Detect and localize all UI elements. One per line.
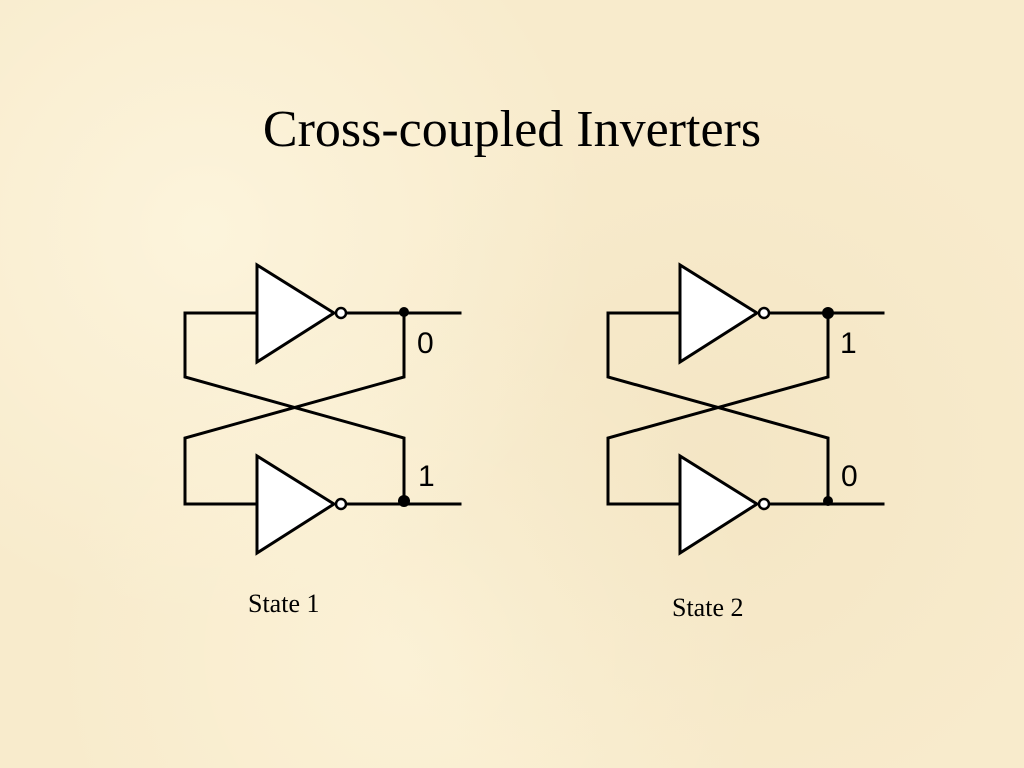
bottom-inverter-bubble — [757, 497, 771, 511]
bottom-inverter — [678, 453, 760, 556]
bottom-junction-dot — [823, 496, 833, 506]
top-value: 1 — [840, 327, 857, 360]
top-inverter-bubble — [334, 306, 348, 320]
bottom-value: 0 — [841, 460, 858, 493]
bottom-inverter — [255, 453, 337, 556]
bottom-input-wire — [606, 311, 830, 506]
circuit-state-2: 1 0 — [606, 262, 885, 556]
state-1-label: State 1 — [248, 589, 320, 618]
top-inverter-bubble — [757, 306, 771, 320]
circuit-state-1: 0 1 — [183, 262, 462, 556]
bottom-input-wire — [183, 311, 406, 506]
top-input-wire — [606, 311, 830, 506]
top-input-wire — [183, 311, 406, 506]
top-junction-dot — [822, 307, 834, 319]
top-junction-dot — [399, 307, 409, 317]
bottom-junction-dot — [398, 495, 410, 507]
top-inverter — [255, 262, 337, 365]
top-inverter — [678, 262, 760, 365]
slide-title: Cross-coupled Inverters — [262, 101, 762, 158]
bottom-inverter-bubble — [334, 497, 348, 511]
bottom-value: 1 — [418, 460, 435, 493]
top-value: 0 — [417, 327, 434, 360]
state-2-label: State 2 — [672, 593, 744, 622]
